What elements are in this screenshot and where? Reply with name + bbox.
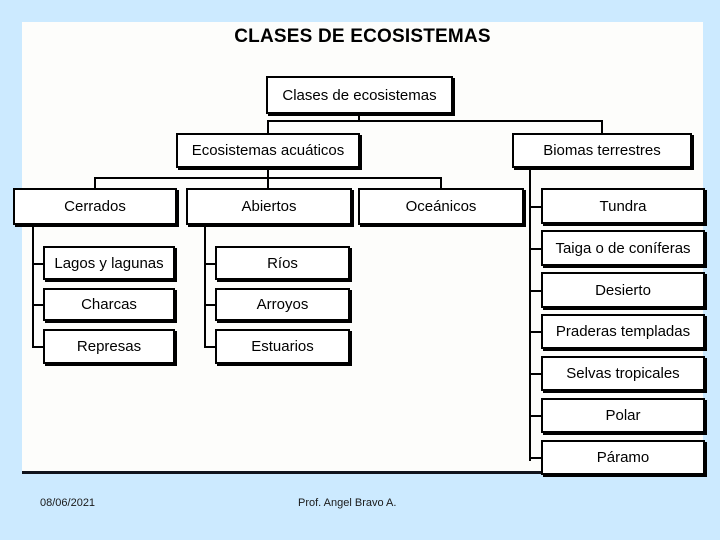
node-label: Estuarios (251, 338, 314, 355)
node-label: Arroyos (256, 296, 309, 313)
node-label: Cerrados (64, 198, 126, 215)
node-desierto[interactable]: Desierto (541, 272, 705, 308)
connector-terrestres-spine (529, 168, 531, 461)
node-tundra[interactable]: Tundra (541, 188, 705, 224)
node-label: Ríos (267, 254, 298, 272)
node-represas[interactable]: Represas (43, 329, 175, 364)
connector-abiertos-stub-1 (204, 263, 216, 265)
node-label: Ecosistemas acuáticos (191, 142, 345, 159)
connector-cerrados-spine (32, 225, 34, 347)
connector-terrestres-stub-7 (529, 457, 542, 459)
node-label: Polar (605, 407, 641, 424)
connector-cerrados-stub-1 (32, 263, 44, 265)
connector-to-acuaticos (267, 120, 269, 134)
node-rios[interactable]: Ríos (215, 246, 350, 280)
connector-terrestres-stub-1 (529, 206, 542, 208)
connector-terrestres-stub-4 (529, 331, 542, 333)
node-selvas-tropicales[interactable]: Selvas tropicales (541, 356, 705, 391)
node-oceanicos[interactable]: Oceánicos (358, 188, 524, 225)
footer-author: Prof. Angel Bravo A. (298, 497, 397, 509)
node-lagos-y-lagunas[interactable]: Lagos y lagunas (43, 246, 175, 280)
node-taiga-o-de-coniferas[interactable]: Taiga o de coníferas (541, 230, 705, 266)
connector-abiertos-stub-2 (204, 304, 216, 306)
node-label: Desierto (595, 281, 651, 299)
node-charcas[interactable]: Charcas (43, 288, 175, 321)
node-label: Tundra (599, 197, 647, 215)
node-label: Biomas terrestres (543, 142, 661, 159)
connector-terrestres-stub-2 (529, 248, 542, 250)
node-paramo[interactable]: Páramo (541, 440, 705, 475)
node-abiertos[interactable]: Abiertos (186, 188, 352, 225)
connector-terrestres-stub-5 (529, 373, 542, 375)
node-cerrados[interactable]: Cerrados (13, 188, 177, 225)
node-praderas-templadas[interactable]: Praderas templadas (541, 314, 705, 349)
node-label: Charcas (81, 296, 137, 313)
node-label: Praderas templadas (555, 323, 691, 340)
connector-root-stem (358, 114, 360, 122)
connector-abiertos-stub-3 (204, 346, 216, 348)
connector-to-cerrados (94, 177, 96, 188)
connector-cerrados-stub-3 (32, 346, 44, 348)
node-estuarios[interactable]: Estuarios (215, 329, 350, 364)
node-biomas-terrestres[interactable]: Biomas terrestres (512, 133, 692, 168)
connector-cerrados-stub-2 (32, 304, 44, 306)
connector-abiertos-spine (204, 225, 206, 347)
connector-acuaticos-stem (267, 168, 269, 178)
connector-terrestres-stub-6 (529, 415, 542, 417)
node-arroyos[interactable]: Arroyos (215, 288, 350, 321)
node-label: Clases de ecosistemas (282, 86, 437, 104)
node-label: Abiertos (241, 198, 297, 215)
node-polar[interactable]: Polar (541, 398, 705, 433)
node-label: Páramo (596, 449, 650, 466)
node-ecosistemas-acuaticos[interactable]: Ecosistemas acuáticos (176, 133, 360, 168)
footer-date: 08/06/2021 (40, 497, 96, 509)
connector-to-terrestres (601, 120, 603, 134)
node-label: Represas (76, 338, 142, 355)
connector-to-abiertos (267, 177, 269, 188)
node-label: Oceánicos (405, 198, 477, 215)
connector-root-bar (267, 120, 603, 122)
connector-to-oceanicos (440, 177, 442, 188)
node-label: Taiga o de coníferas (555, 239, 691, 257)
connector-terrestres-stub-3 (529, 290, 542, 292)
node-label: Selvas tropicales (566, 365, 680, 382)
page-title: CLASES DE ECOSISTEMAS (234, 26, 491, 47)
node-label: Lagos y lagunas (54, 254, 164, 272)
node-clases-de-ecosistemas[interactable]: Clases de ecosistemas (266, 76, 453, 114)
